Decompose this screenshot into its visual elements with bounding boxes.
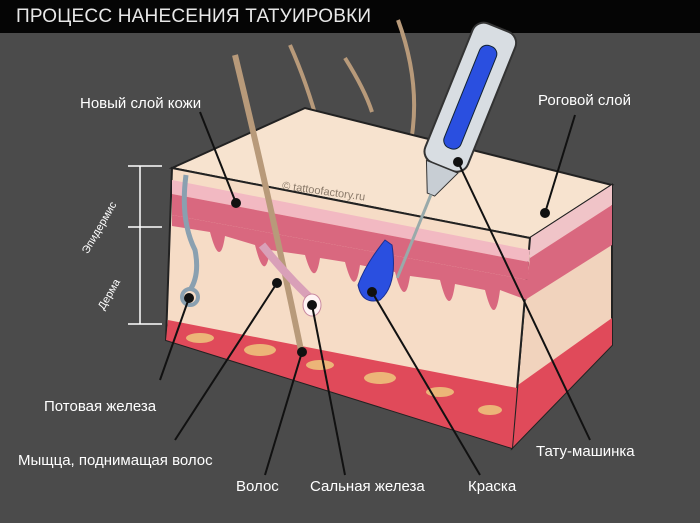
side-epidermis — [530, 185, 612, 258]
label-stratum-corneum: Роговой слой — [538, 92, 632, 109]
label-sebaceous-gland: Сальная железа — [310, 478, 425, 495]
title-bar: ПРОЦЕСС НАНЕСЕНИЯ ТАТУИРОВКИ — [0, 0, 700, 33]
diagram-title: ПРОЦЕСС НАНЕСЕНИЯ ТАТУИРОВКИ — [16, 6, 372, 27]
label-hair-muscle: Мыщца, поднимащая волос — [18, 452, 213, 469]
sweat-duct — [181, 174, 200, 292]
label-sweat-gland: Потовая железа — [44, 398, 157, 415]
hair-shaft — [232, 54, 305, 356]
label-hair: Волос — [236, 478, 279, 495]
dimension-markers — [128, 165, 162, 325]
new-skin-layer — [172, 180, 530, 262]
label-ink: Краска — [468, 478, 517, 495]
tattoo-machine-illustration — [395, 21, 518, 279]
side-dermis-top — [525, 205, 612, 300]
label-tattoo-machine: Тату-машинка — [536, 443, 635, 460]
hair-strand — [343, 56, 374, 113]
leader-lines — [159, 111, 591, 476]
papillary-ridges — [172, 215, 528, 310]
ink-blob — [357, 239, 394, 302]
epidermis-layer — [172, 194, 529, 280]
sweat-gland-coil — [180, 287, 200, 307]
label-new-skin-layer: Новый слой кожи — [80, 95, 202, 112]
hair-strand — [396, 19, 417, 136]
